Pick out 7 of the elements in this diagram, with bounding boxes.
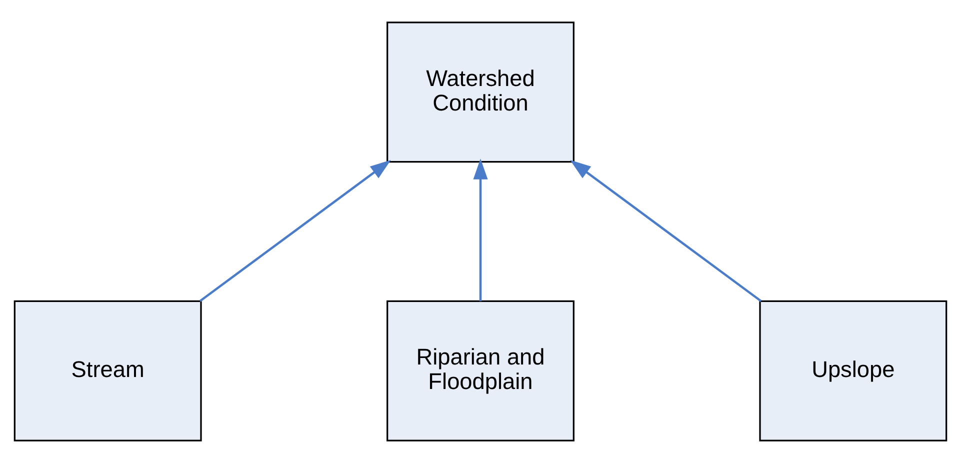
arrow: [199, 160, 391, 302]
arrow: [570, 160, 762, 302]
arrow: [473, 158, 488, 302]
node-box: Watershed Condition: [386, 22, 574, 163]
node-box: Upslope: [759, 300, 948, 442]
node-box: Riparian and Floodplain: [386, 300, 574, 442]
node-box: Stream: [14, 300, 202, 442]
